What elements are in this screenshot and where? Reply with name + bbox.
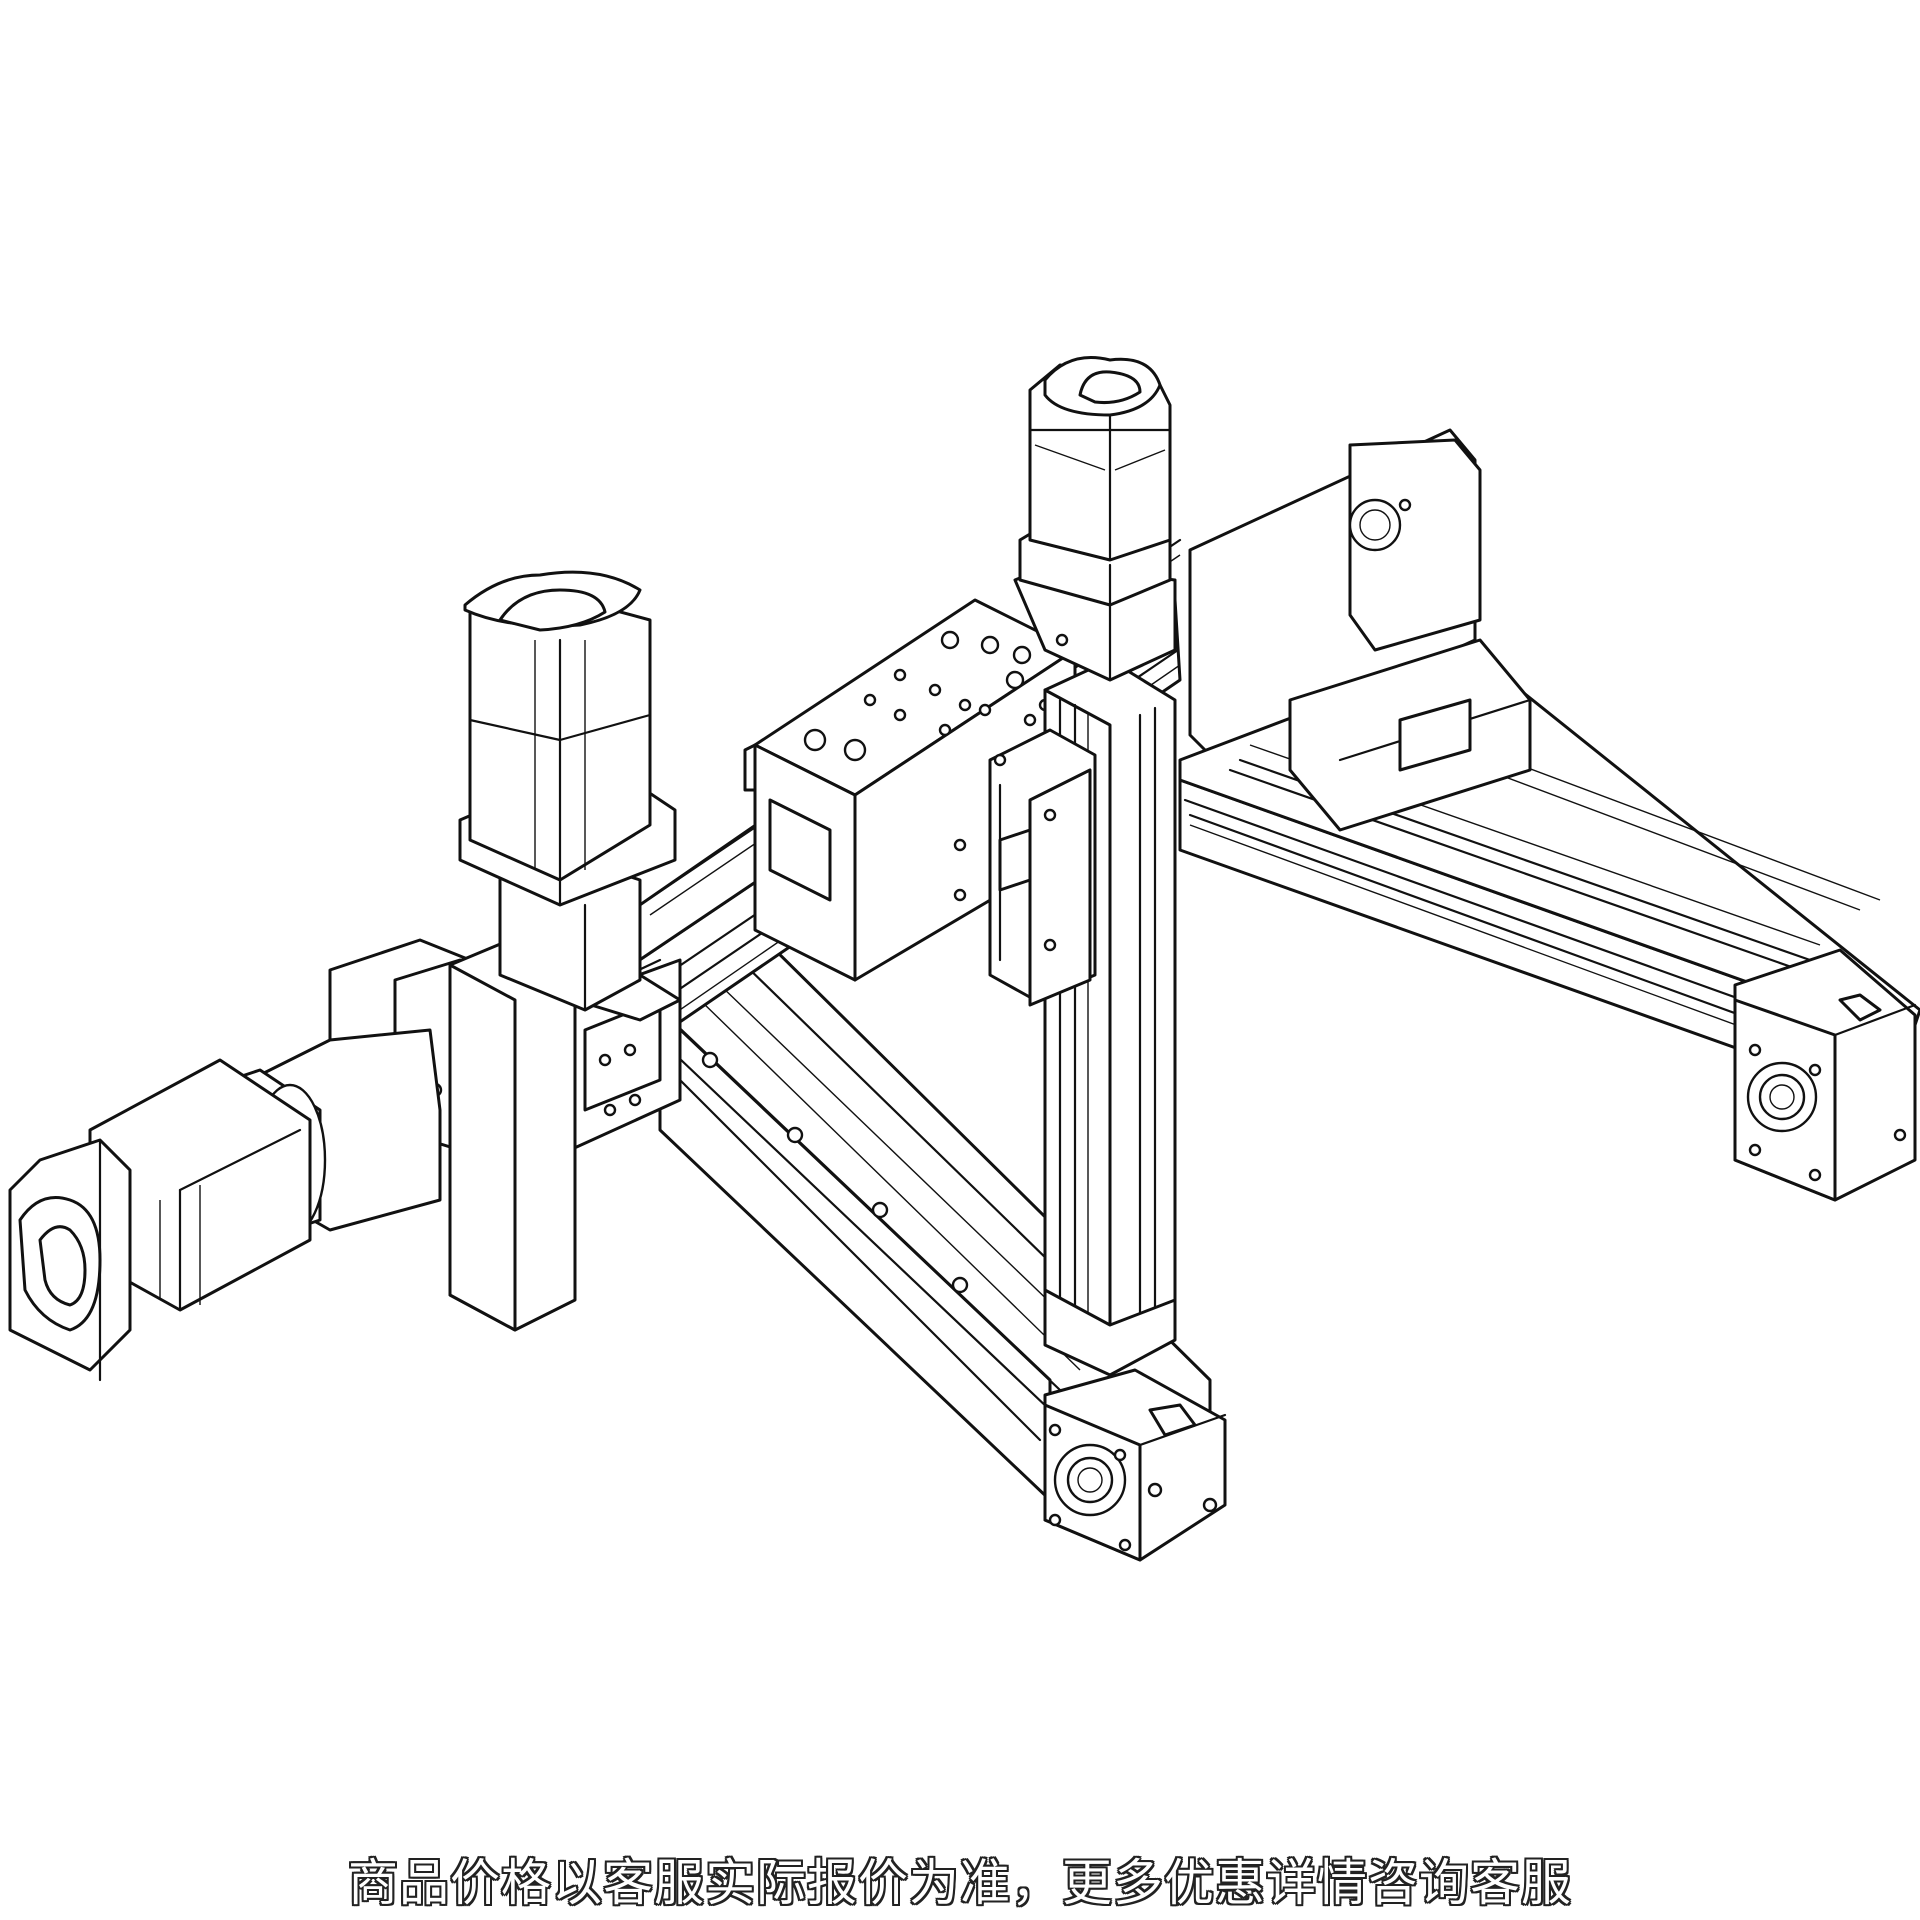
front-end-cap [1043, 1368, 1227, 1562]
left-mount-plate [448, 938, 662, 1332]
rear-end-cap [1733, 948, 1917, 1202]
left-vertical-servo-motor [458, 570, 677, 1012]
rear-drive-plate [1348, 438, 1482, 652]
z-axis-module [988, 658, 1177, 1377]
price-disclaimer-caption: 商品价格以客服实际报价为准，更多优惠详情咨询客服 [348, 1854, 1572, 1912]
z-axis-servo-motor [1013, 356, 1177, 682]
rear-linear-module [1178, 428, 1920, 1112]
horizontal-servo-motor [8, 1028, 442, 1382]
